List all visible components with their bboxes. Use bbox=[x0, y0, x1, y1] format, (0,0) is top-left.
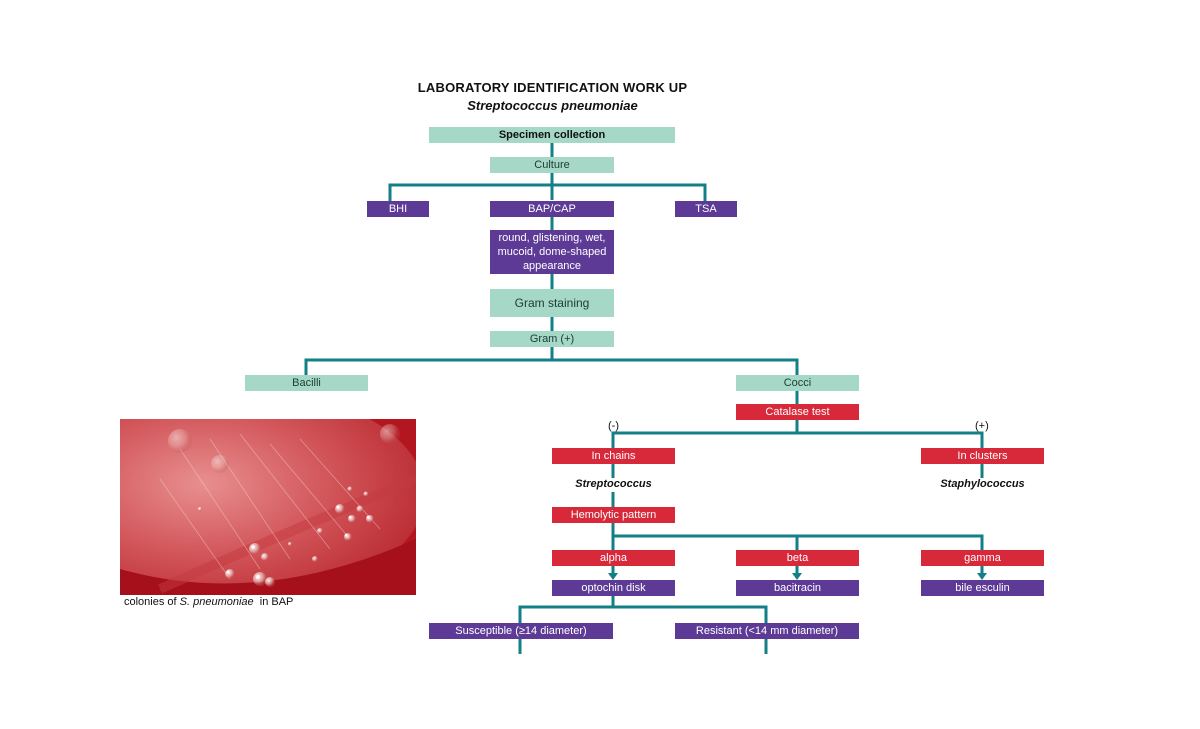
node-bap-cap: BAP/CAP bbox=[490, 201, 614, 217]
node-gram-positive: Gram (+) bbox=[490, 331, 614, 347]
node-hemolytic-pattern: Hemolytic pattern bbox=[552, 507, 675, 523]
node-alpha: alpha bbox=[552, 550, 675, 566]
node-in-chains: In chains bbox=[552, 448, 675, 464]
node-catalase-test: Catalase test bbox=[736, 404, 859, 420]
node-in-clusters: In clusters bbox=[921, 448, 1044, 464]
caption-suffix: in BAP bbox=[253, 596, 294, 608]
colony-photo bbox=[120, 419, 416, 595]
diagram-title: LABORATORY IDENTIFICATION WORK UP bbox=[417, 80, 688, 95]
node-tsa: TSA bbox=[675, 201, 737, 217]
node-bile-esculin: bile esculin bbox=[921, 580, 1044, 596]
node-colony-appearance: round, glistening, wet, mucoid, dome-sha… bbox=[490, 230, 614, 274]
node-specimen-collection: Specimen collection bbox=[429, 127, 675, 143]
node-gram-staining: Gram staining bbox=[490, 289, 614, 317]
node-optochin-disk: optochin disk bbox=[552, 580, 675, 596]
diagram-subtitle: Streptococcus pneumoniae bbox=[467, 98, 638, 113]
node-resistant: Resistant (<14 mm diameter) bbox=[675, 623, 859, 639]
caption-species: S. pneumoniae bbox=[179, 596, 254, 608]
node-bacilli: Bacilli bbox=[245, 375, 368, 391]
node-beta: beta bbox=[736, 550, 859, 566]
node-culture: Culture bbox=[490, 157, 614, 173]
label-staphylococcus: Staphylococcus bbox=[921, 478, 1044, 490]
node-susceptible: Susceptible (≥14 diameter) bbox=[429, 623, 613, 639]
caption-prefix: colonies of bbox=[124, 596, 180, 608]
node-bacitracin: bacitracin bbox=[736, 580, 859, 596]
label-positive: (+) bbox=[975, 420, 989, 432]
node-bhi: BHI bbox=[367, 201, 429, 217]
node-gamma: gamma bbox=[921, 550, 1044, 566]
label-negative: (-) bbox=[608, 420, 619, 432]
photo-caption: colonies of S. pneumoniae in BAP bbox=[124, 596, 293, 608]
node-cocci: Cocci bbox=[736, 375, 859, 391]
label-streptococcus: Streptococcus bbox=[552, 478, 675, 490]
